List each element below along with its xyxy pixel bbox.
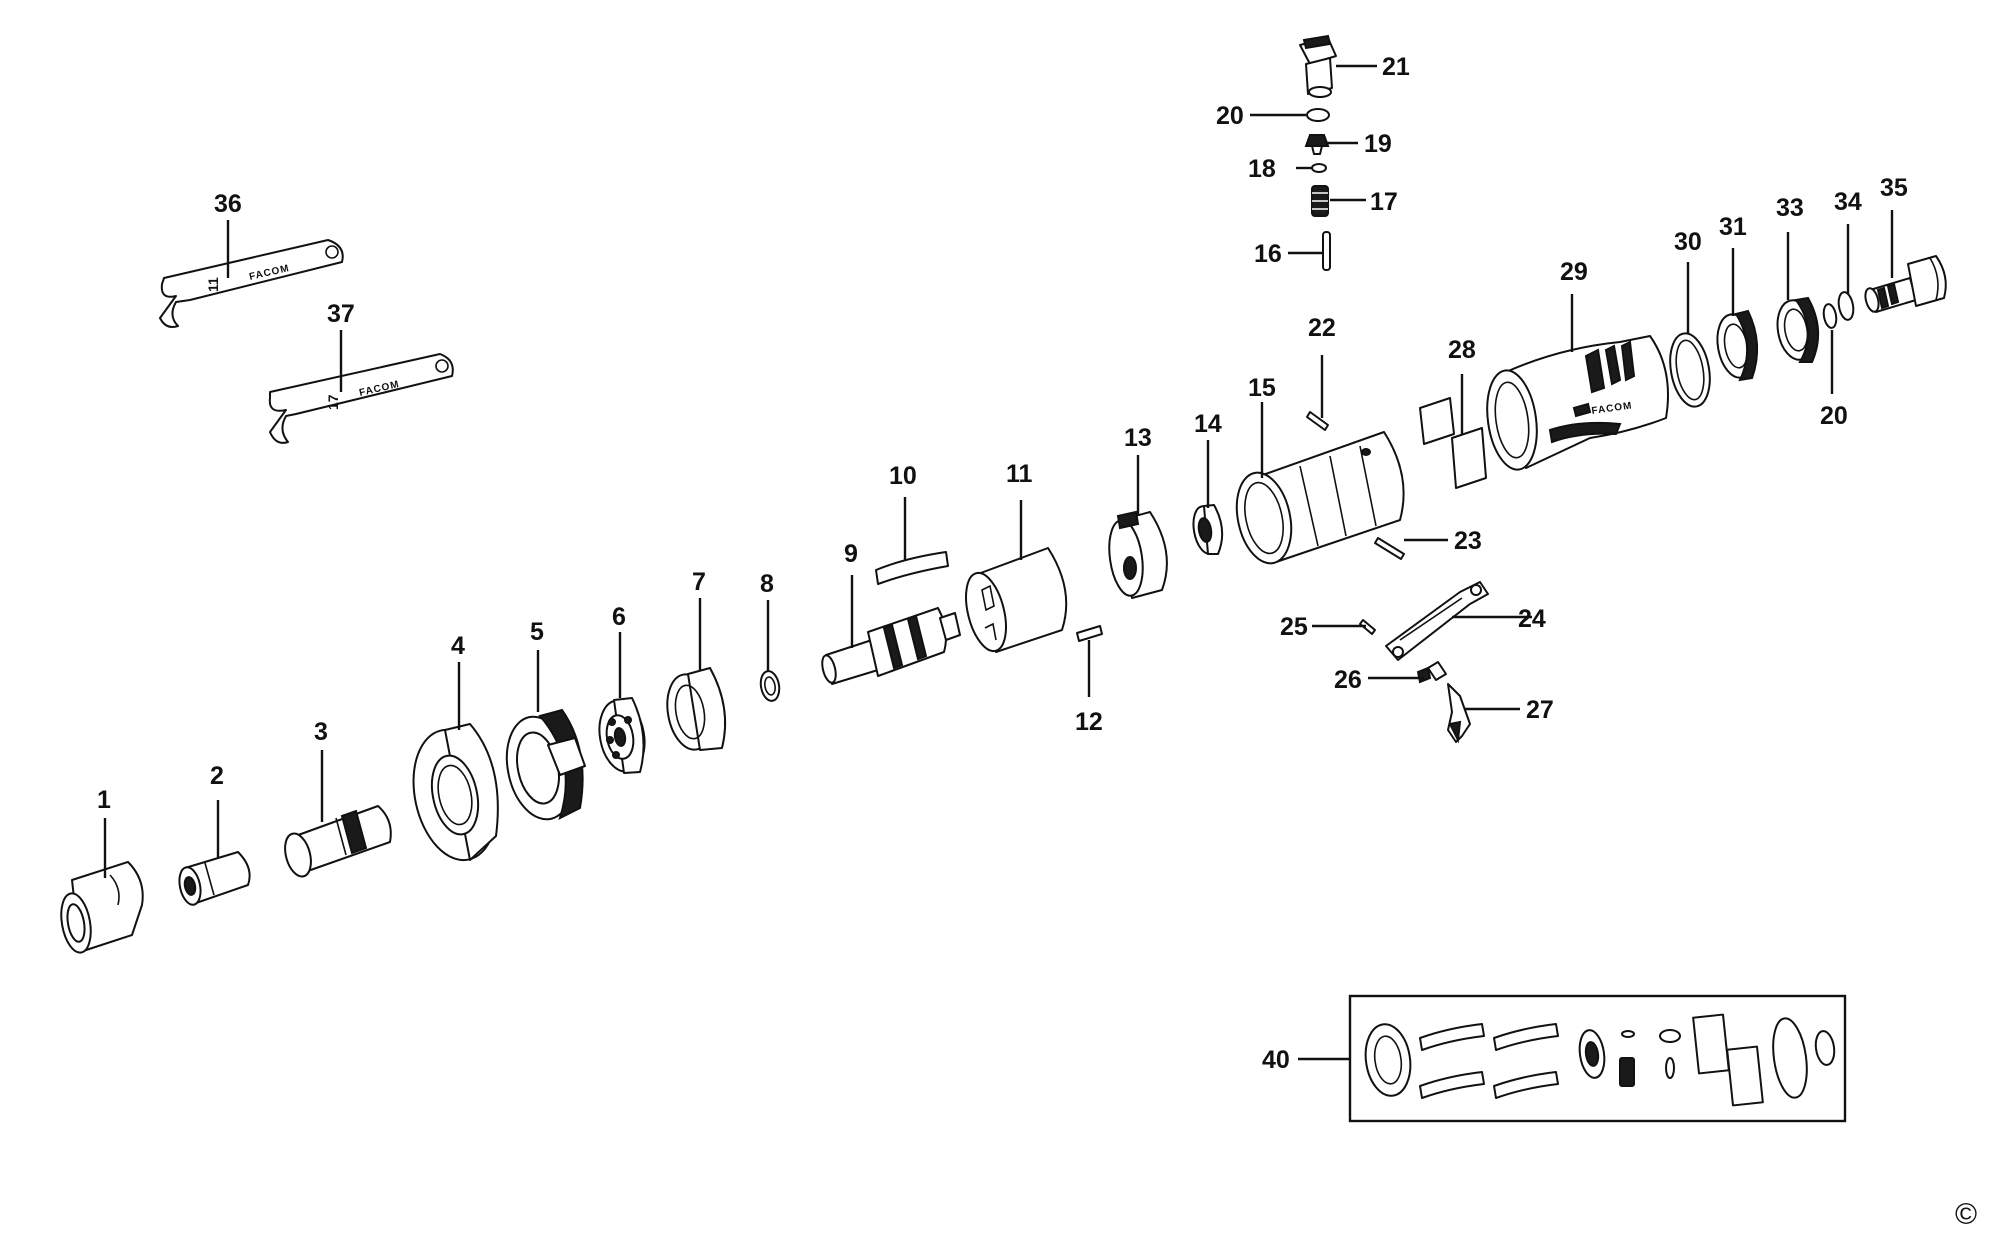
callout-37: 37 [327,300,355,328]
callout-5: 5 [530,618,544,646]
callout-25: 25 [1280,613,1308,641]
callout-8: 8 [760,570,774,598]
wrench-37-size: 17 [325,394,341,410]
part-40-service-kit [1348,994,1847,1123]
part-19-valve [1304,134,1330,155]
part-24-trigger-lever [1385,581,1489,661]
part-6-bearing [598,697,646,774]
part-3-spindle [284,805,392,878]
callout-23: 23 [1454,527,1482,555]
part-31-insert [1716,309,1759,382]
callout-21: 21 [1382,53,1410,81]
part-9-rotor [821,607,961,685]
callout-20-top: 20 [1216,102,1244,130]
callout-31: 31 [1719,213,1747,241]
part-20-o-ring-top [1306,108,1330,122]
callout-2: 2 [210,762,224,790]
part-36-wrench: 11 FACOM [159,239,344,328]
part-33-ring [1776,296,1820,363]
callout-11: 11 [1006,460,1033,488]
callout-27: 27 [1526,696,1554,724]
part-27-lock-lever [1447,683,1471,744]
leader-lines [103,64,1894,1061]
callout-30: 30 [1674,228,1702,256]
part-21-valve-cap [1299,34,1337,98]
callout-29: 29 [1560,258,1588,286]
part-2-collet [178,851,251,906]
copyright-mark: © [1955,1198,1977,1231]
part-4-front-ring [412,723,499,862]
callout-24: 24 [1518,605,1546,633]
callout-17: 17 [1370,188,1398,216]
part-20-o-ring-lower [1822,303,1838,329]
part-15-motor-housing [1235,431,1405,565]
callout-34: 34 [1834,188,1862,216]
callout-22: 22 [1308,314,1336,342]
part-17-spring [1311,185,1329,217]
callout-6: 6 [612,603,626,631]
part-5-threaded-ring [505,708,586,821]
part-28-blocks [1419,397,1487,489]
part-34-o-ring [1837,291,1855,321]
part-11-cylinder [965,547,1068,653]
callout-13: 13 [1124,424,1152,452]
callout-10: 10 [889,462,917,490]
callout-26: 26 [1334,666,1362,694]
callout-15: 15 [1248,374,1276,402]
part-8-ring [759,670,781,702]
part-13-rear-plate [1108,510,1168,599]
callout-18: 18 [1248,155,1276,183]
callout-14: 14 [1194,410,1222,438]
part-35-air-inlet [1864,255,1947,313]
callout-40: 40 [1262,1046,1290,1074]
callout-labels: 1 2 3 4 5 6 7 8 9 10 11 12 13 14 15 16 1… [97,53,1908,1074]
callout-16: 16 [1254,240,1282,268]
callout-36: 36 [214,190,242,218]
part-7-bearing-cap [666,667,727,751]
callout-33: 33 [1776,194,1804,222]
part-14-bearing [1192,504,1224,555]
part-18-o-ring-small [1311,163,1327,173]
part-12-pin [1076,625,1103,642]
callout-9: 9 [844,540,858,568]
callout-3: 3 [314,718,328,746]
callout-35: 35 [1880,174,1908,202]
part-1-collet-nut [60,861,144,954]
callout-4: 4 [451,632,465,660]
callout-7: 7 [692,568,706,596]
callout-20-lower: 20 [1820,402,1848,430]
wrench-36-size: 11 [205,277,221,292]
callout-12: 12 [1075,708,1103,736]
callout-19: 19 [1364,130,1392,158]
callout-28: 28 [1448,336,1476,364]
part-37-wrench: 17 FACOM [268,353,454,444]
part-30-o-ring [1669,332,1711,408]
callout-1: 1 [97,786,111,814]
part-16-valve-pin [1322,231,1331,271]
part-25-pin [1359,619,1376,635]
part-23-trigger-pin [1374,537,1405,560]
part-10-vane [875,551,949,585]
part-22-pin [1306,411,1329,431]
part-29-handle-housing: FACOM [1486,335,1669,471]
